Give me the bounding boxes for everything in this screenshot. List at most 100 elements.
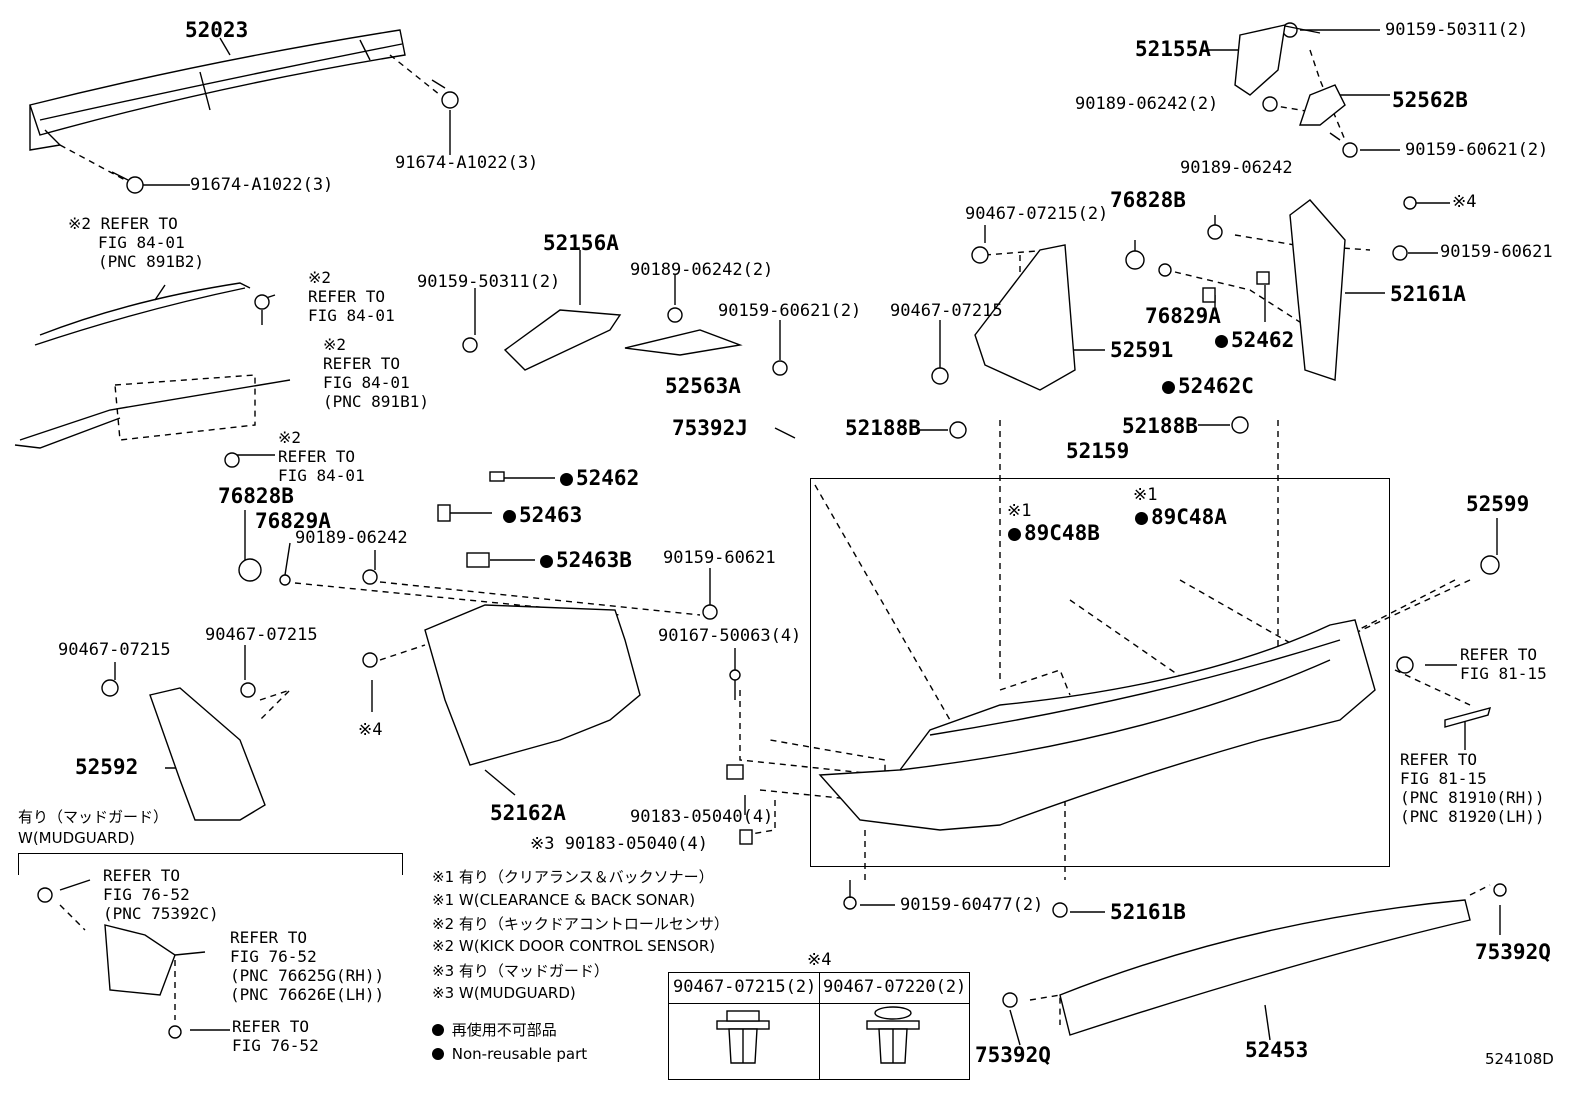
refer-line: (PNC 75392C) [103,904,219,923]
refer-block: ※2 REFER TO FIG 84-01 (PNC 891B1) [323,335,429,411]
legend-jp-text: 再使用不可部品 [451,1021,557,1039]
part-label: 90159-60621 [1440,242,1553,262]
refer-line: FIG 76-52 [232,1036,319,1055]
refer-line: FIG 84-01 [98,233,185,252]
part-label: 90159-60621(2) [718,301,862,321]
refer-block: ※2 REFER TO FIG 84-01 [278,428,365,485]
part-label: 52159 [1066,439,1130,463]
mudguard-frame [18,853,402,855]
refer-line: REFER TO [1460,645,1538,664]
part-label: ※1 [1007,501,1032,521]
bumper-cover-drawing [818,619,1376,831]
part-label: 52462 [560,468,639,489]
push-clip-icon [716,1010,770,1064]
part-label: 75392J [672,416,748,440]
clip-table-col1: 90467-07215(2) [673,977,817,997]
part-label: 76829A [1145,304,1221,328]
clip-icons [716,1006,920,1064]
footnote: ※1 有り（クリアランス＆バックソナー） [432,868,714,886]
refer-block: REFER TO FIG 81-15 (PNC 81910(RH)) (PNC … [1400,750,1545,826]
refer-line: (PNC 81910(RH)) [1400,788,1545,807]
part-label: 90159-60621(2) [1405,140,1549,160]
part-label: 90467-07215 [58,640,171,660]
part-label: 52162A [490,801,566,825]
part-label: 52453 [1245,1038,1309,1062]
part-label: 90189-06242 [295,528,408,548]
footnote: ※3 W(MUDGUARD) [432,984,576,1002]
bracket-52592 [149,687,266,821]
moulding-52453 [1059,899,1471,1036]
part-label: 52462C [1162,376,1254,397]
non-reusable-dot [1215,335,1228,348]
part-label: 52188B [1122,414,1198,438]
non-reusable-dot [1162,381,1175,394]
non-reusable-dot [432,1024,444,1036]
bracket-52591 [974,244,1076,391]
refer-line: FIG 81-15 [1460,664,1547,683]
part-label: 76829A [255,509,331,533]
part-label: 52463 [503,505,582,526]
refer-line: REFER TO [308,287,386,306]
part-label: 90167-50063(4) [658,626,802,646]
part-label-text: 52462 [1231,328,1295,352]
legend-jp: 再使用不可部品 [432,1019,557,1040]
refer-line: (PNC 76625G(RH)) [230,966,385,985]
refer-block: REFER TO FIG 76-52 (PNC 75392C) [103,866,219,923]
refer-line: REFER TO [1400,750,1478,769]
part-label: 90159-60477(2) [900,895,1044,915]
part-label: 90159-60621 [663,548,776,568]
part-label: 52161A [1390,282,1466,306]
bracket-52563A [624,329,743,356]
part-label: 52188B [845,416,921,440]
footnote: ※2 W(KICK DOOR CONTROL SENSOR) [432,937,716,955]
bracket-52156A [503,309,622,371]
non-reusable-dot [432,1048,444,1060]
non-reusable-dot [540,555,553,568]
part-label: 52563A [665,374,741,398]
non-reusable-dot [1008,528,1021,541]
part-label: 52591 [1110,338,1174,362]
bumper-assembly-frame [810,478,1390,867]
part-label: 90467-07215 [205,625,318,645]
mudguard [104,924,176,996]
refer-block: ※2 REFER TO FIG 84-01 [308,268,395,325]
part-label: 75392Q [1475,940,1551,964]
part-label: 90467-07215(2) [965,204,1109,224]
part-label: 52562B [1392,88,1468,112]
part-label: 90189-06242(2) [630,260,774,280]
non-reusable-dot [1135,512,1148,525]
refer-line: ※2 [278,428,302,447]
part-label: 52599 [1466,492,1530,516]
bumper-reinforcement-drawing [29,29,406,151]
mudguard-caption-en: W(MUDGUARD) [18,829,135,847]
refer-line: REFER TO [232,1017,310,1036]
part-label-text: 52462C [1178,374,1254,398]
part-label: 52592 [75,755,139,779]
refer-line: FIG 76-52 [103,885,190,904]
clip-table: 90467-07215(2) 90467-07220(2) [668,972,970,1080]
bracket-52562B [1299,84,1346,126]
part-label: 91674-A1022(3) [395,153,539,173]
part-label-text: 52463B [556,548,632,572]
non-reusable-dot [503,510,516,523]
footnote: ※1 W(CLEARANCE & BACK SONAR) [432,891,696,909]
refer-line: REFER TO [278,447,356,466]
part-label: 90159-50311(2) [417,272,561,292]
refer-line: ※2 REFER TO [68,214,178,233]
refer-line: (PNC 76626E(LH)) [230,985,385,1004]
refer-line: REFER TO [230,928,308,947]
part-label: 76828B [1110,188,1186,212]
part-label: ※4 [358,720,383,740]
refer-line: FIG 84-01 [278,466,365,485]
part-label: ※1 [1133,485,1158,505]
part-label: 76828B [218,484,294,508]
footnote: ※3 有り（マッドガード） [432,962,609,980]
refer-line: (PNC 891B2) [98,252,204,271]
part-label-text: 89C48B [1024,521,1100,545]
clip-table-title: ※4 [807,950,832,970]
clip-table-col2: 90467-07220(2) [823,977,967,997]
refer-line: ※2 [308,268,332,287]
part-label: ※3 90183-05040(4) [530,834,709,854]
part-label: 90189-06242 [1180,158,1293,178]
